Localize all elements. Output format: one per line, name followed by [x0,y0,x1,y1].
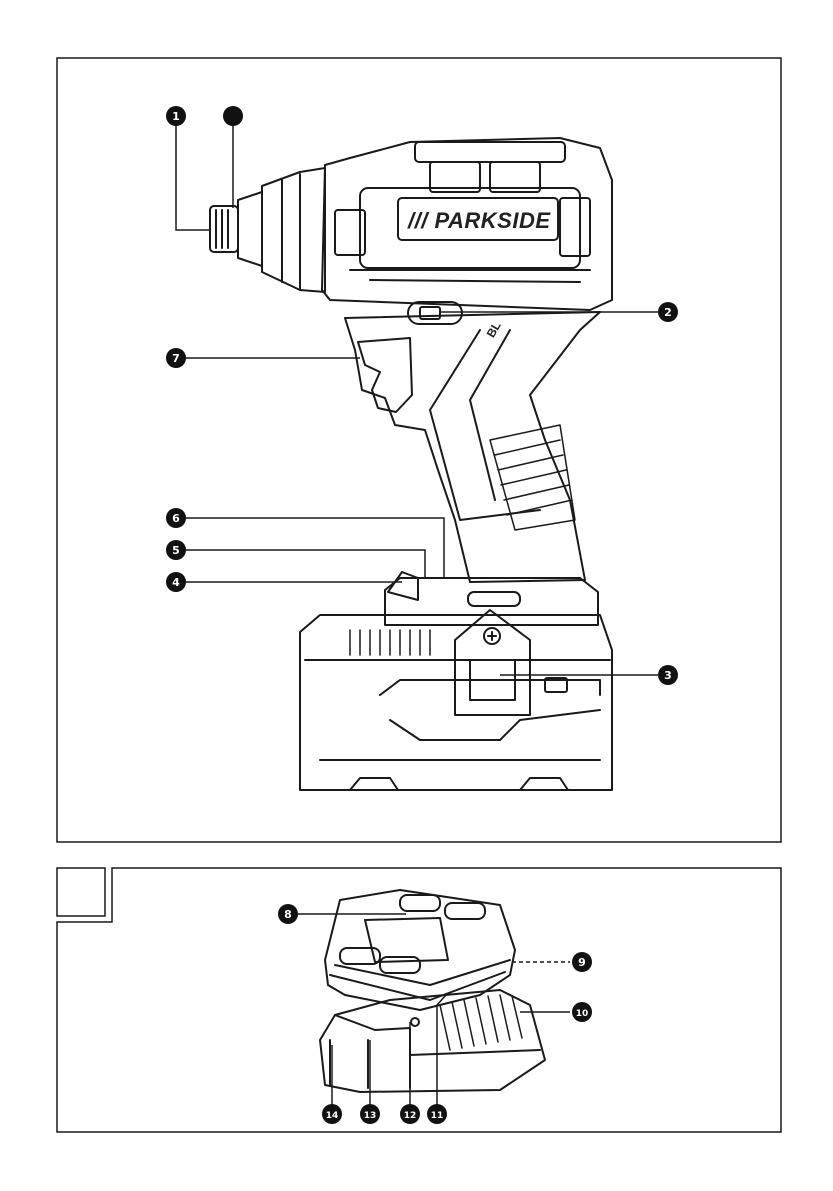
callout-8: 8 [278,904,298,924]
leader-6 [185,518,444,578]
charger-vent [440,995,522,1050]
callout-5: 5 [166,540,186,560]
figure-a-frame [57,58,781,842]
svg-text:12: 12 [404,1111,417,1121]
svg-text:5: 5 [172,544,180,557]
battery-vent [350,630,430,655]
callout-6: 6 [166,508,186,528]
figure-b-frame [57,868,781,1132]
callout-1b [223,106,243,126]
callout-1: 1 [166,106,186,126]
svg-text:7: 7 [172,352,180,365]
nose-cone [262,168,325,292]
svg-text:4: 4 [172,576,180,589]
leader-1 [176,124,210,230]
battery-charger-illustration [320,890,545,1092]
battery-mount [385,578,598,625]
svg-text:2: 2 [664,306,672,319]
callout-7: 7 [166,348,186,368]
callout-9: 9 [572,952,592,972]
svg-text:11: 11 [431,1111,444,1121]
handle [345,312,600,582]
chuck-sleeve [238,192,262,266]
callout-11: 11 [427,1104,447,1124]
svg-text:3: 3 [664,669,672,682]
svg-text:14: 14 [326,1111,339,1121]
callout-13: 13 [360,1104,380,1124]
svg-text:10: 10 [576,1009,589,1019]
leader-5 [185,550,425,578]
battery-release [388,572,418,600]
top-vent [415,142,565,162]
svg-text:13: 13 [364,1111,377,1121]
svg-text:8: 8 [284,908,292,921]
callout-3: 3 [658,665,678,685]
svg-text:9: 9 [578,956,586,969]
release-button-1 [400,895,440,911]
callout-12: 12 [400,1104,420,1124]
brand-label: /// PARKSIDE [407,208,551,233]
svg-text:1: 1 [172,110,180,123]
charger-base [320,990,545,1092]
figure-b-label-box [57,868,105,916]
bit-holder [210,206,238,252]
model-mark: BL [484,319,504,340]
callout-14: 14 [322,1104,342,1124]
svg-text:6: 6 [172,512,180,525]
trigger [358,338,412,412]
impact-driver-illustration [210,138,612,790]
callout-2: 2 [658,302,678,322]
callout-4: 4 [166,572,186,592]
callout-10: 10 [572,1002,592,1022]
